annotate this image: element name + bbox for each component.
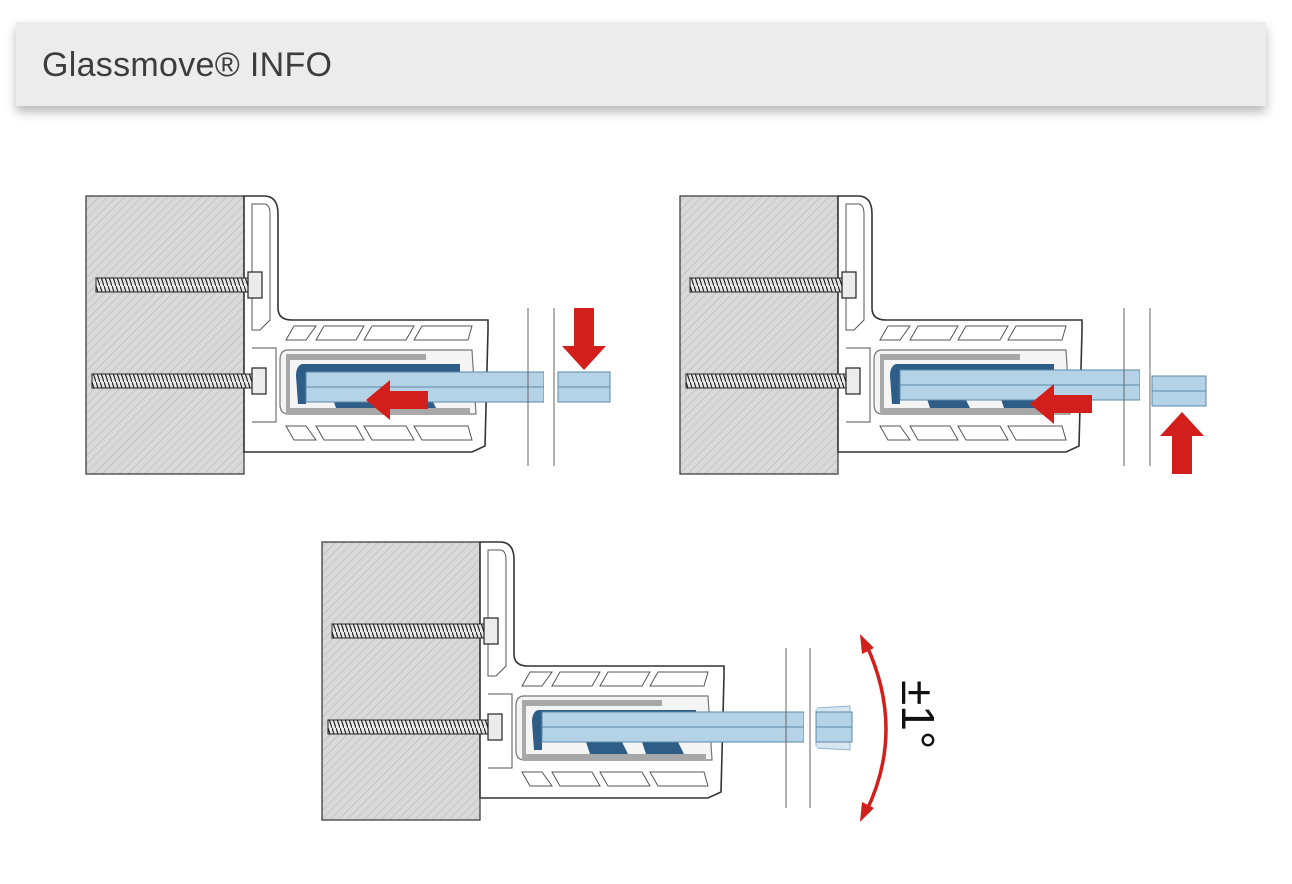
anchor-bolts: [685, 271, 861, 395]
clamp-diagram-bottom: ±1°: [321, 541, 944, 822]
glass-pane: [899, 308, 1207, 466]
rotation-arrow-icon: [860, 634, 888, 822]
profile-section: [85, 195, 489, 475]
tolerance-label: ±1°: [892, 680, 944, 749]
page-title: Glassmove® INFO: [42, 46, 333, 84]
arrow-down-icon: [562, 308, 606, 370]
anchor-bolts: [91, 271, 267, 395]
clamp-diagram-top-right: [679, 195, 1207, 475]
clamp-diagram-top-left: [85, 195, 611, 475]
profile-section: [679, 195, 1083, 475]
anchor-bolts: [327, 617, 503, 741]
glass-pane: [305, 308, 611, 466]
header-bar: Glassmove® INFO: [16, 22, 1266, 106]
profile-section: [321, 541, 725, 821]
arrow-up-icon: [1160, 412, 1204, 474]
glass-pane: [541, 648, 853, 808]
